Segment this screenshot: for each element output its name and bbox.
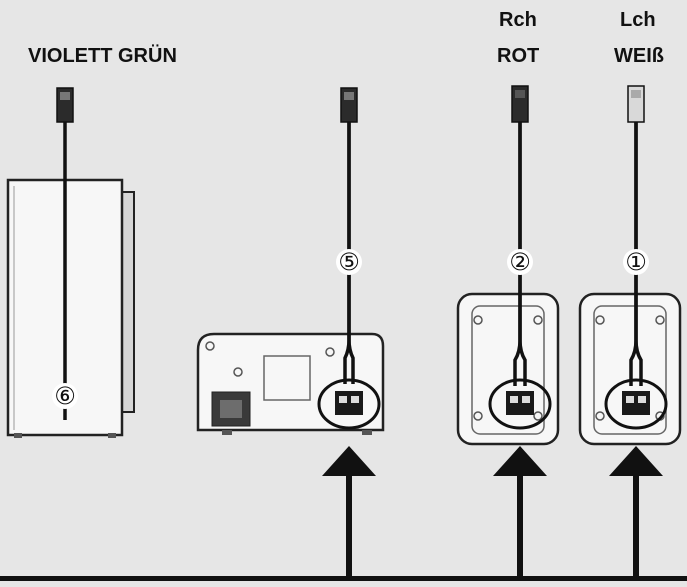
callout-6: ⑥ <box>54 382 76 410</box>
arrow-lch <box>609 446 663 580</box>
center-unit <box>196 332 385 435</box>
callout-5: ⑤ <box>338 248 360 276</box>
callout-2: ② <box>509 248 531 276</box>
callout-2-bg <box>507 249 533 275</box>
cable-2 <box>511 85 529 386</box>
label-lch: Lch <box>620 9 656 31</box>
callout-1: ① <box>625 248 647 276</box>
label-weiss: WEIß <box>614 45 664 67</box>
bottom-wire <box>0 576 687 581</box>
label-rch: Rch <box>499 9 537 31</box>
arrow-center <box>322 446 376 580</box>
satellite-rch <box>456 292 560 446</box>
label-violett-gruen: VIOLETT GRÜN <box>28 45 177 67</box>
callout-5-bg <box>336 249 362 275</box>
terminal-rch <box>488 378 552 430</box>
terminal-lch <box>604 378 668 430</box>
cable-6 <box>56 87 74 420</box>
callout-6-bg <box>52 383 78 409</box>
arrow-rch <box>493 446 547 580</box>
cable-1 <box>627 85 645 386</box>
label-rot: ROT <box>497 45 540 67</box>
callout-1-bg <box>623 249 649 275</box>
cable-5 <box>340 87 358 384</box>
terminal-center <box>317 378 381 430</box>
